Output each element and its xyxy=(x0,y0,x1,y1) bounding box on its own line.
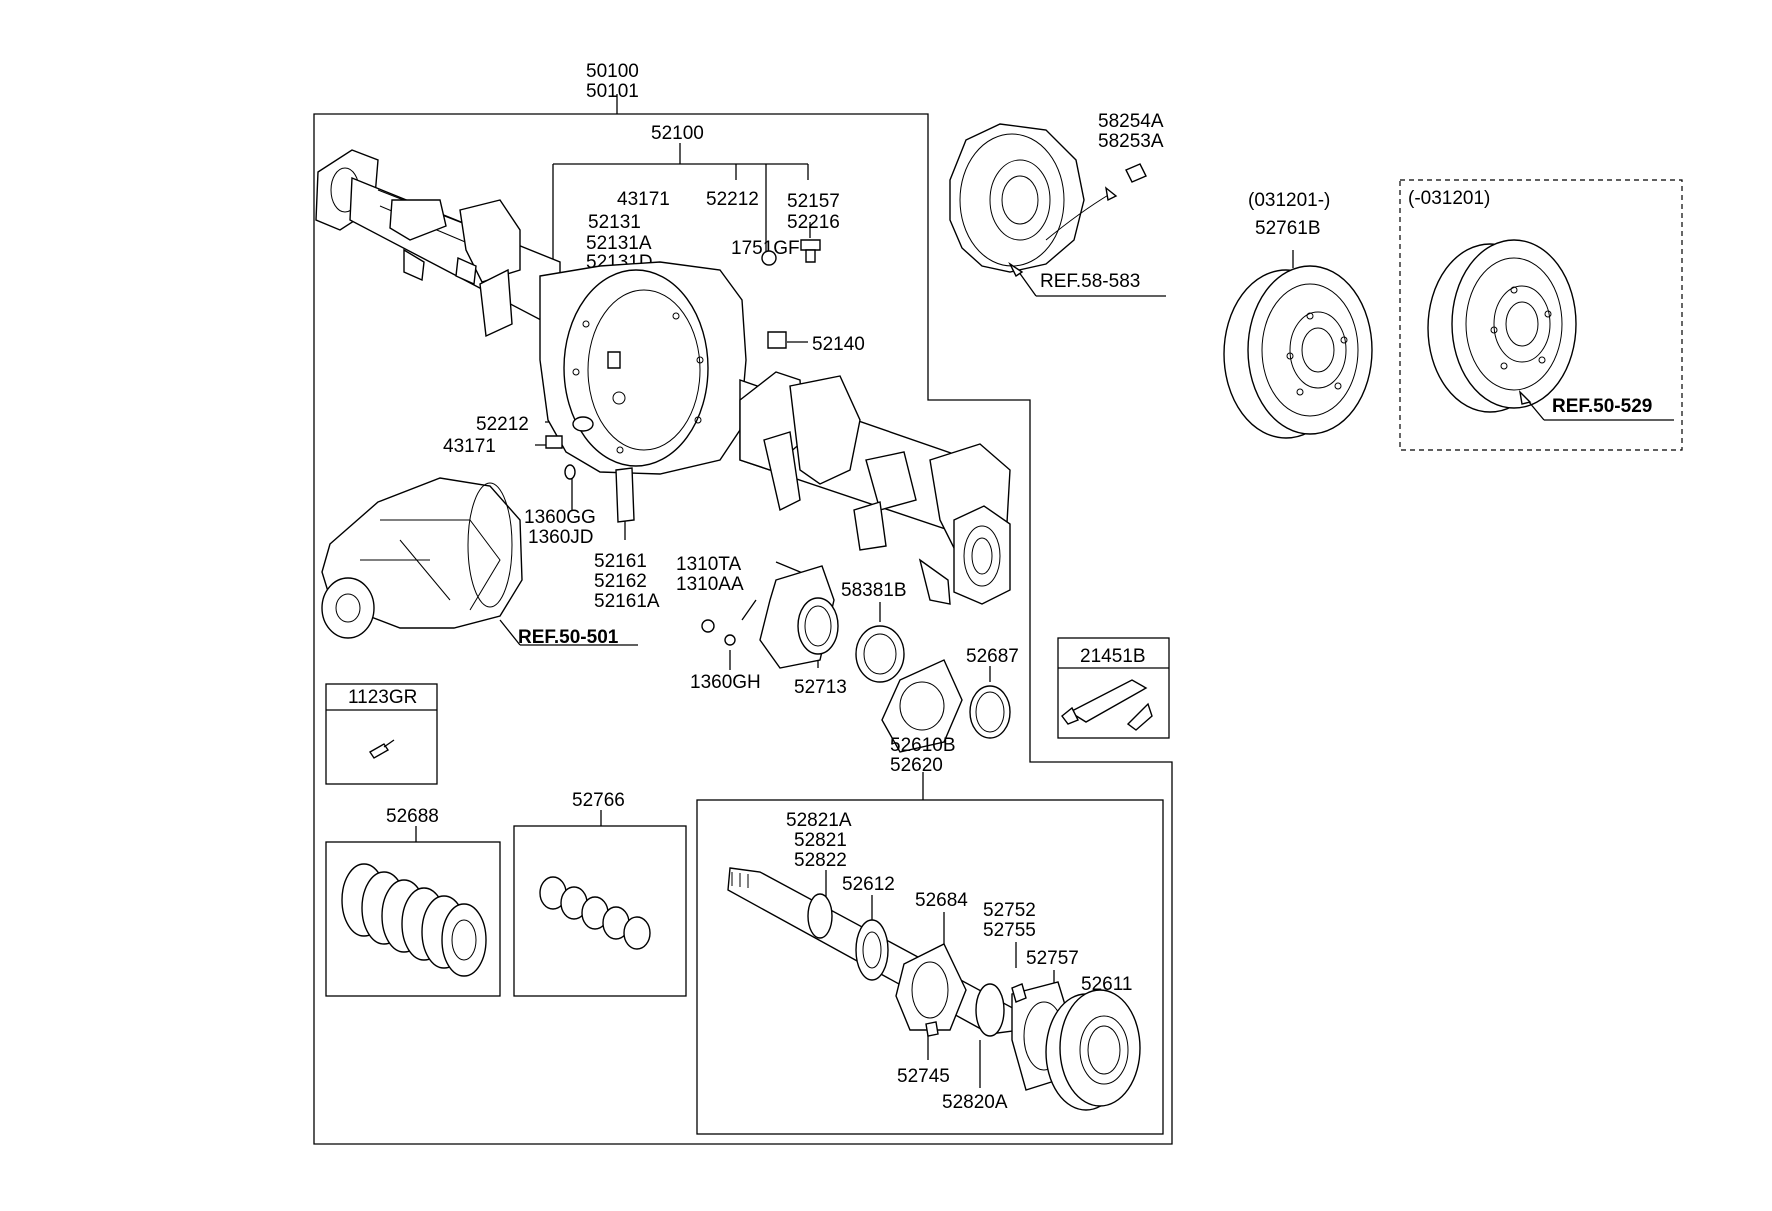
spacer-label-52820A: 52820A xyxy=(942,1092,1008,1113)
assembly-label-2: 50101 xyxy=(586,81,639,102)
housing-label-43171: 43171 xyxy=(617,189,670,210)
axle-header-52610B: 52610B xyxy=(890,735,956,756)
differential-carrier-drawing xyxy=(321,477,523,639)
axle-header-52620: 52620 xyxy=(890,755,943,776)
bolt-label-1310TA: 1310TA xyxy=(676,554,741,575)
housing-label-52212: 52212 xyxy=(706,189,759,210)
gasket-label-52161A: 52161A xyxy=(594,591,660,612)
snapring-box xyxy=(513,825,687,997)
drum-label-52761B: 52761B xyxy=(1255,218,1321,239)
drum-left-drawing xyxy=(1223,250,1373,439)
retainer-label-52713: 52713 xyxy=(794,677,847,698)
gasket-label-52162: 52162 xyxy=(594,571,647,592)
breather-label-52140: 52140 xyxy=(812,334,865,355)
drum-qualifier-right: (-031201) xyxy=(1408,188,1490,209)
ref-diff-carrier[interactable]: REF.50-501 xyxy=(518,627,619,648)
drum-qualifier-left: (031201-) xyxy=(1248,190,1330,211)
axle-housing-drawing xyxy=(315,149,1011,605)
backing-plate-label-58253A: 58253A xyxy=(1098,131,1164,152)
washer-label-1751GF: 1751GF xyxy=(731,238,800,259)
drum-right-box xyxy=(1399,179,1683,451)
plug-washer-label-52212: 52212 xyxy=(476,414,529,435)
bolt-label-1310AA: 1310AA xyxy=(676,574,744,595)
bolt-box-label: 1123GR xyxy=(348,687,417,708)
bearing-label-52612: 52612 xyxy=(842,874,895,895)
backing-plate-drawing xyxy=(949,123,1166,297)
axle-bolt-label-52752: 52752 xyxy=(983,900,1036,921)
axle-shaft-drawing xyxy=(727,867,1141,1111)
shaft-label-52822: 52822 xyxy=(794,850,847,871)
assembly-frame xyxy=(313,94,1173,1145)
shim-box-label: 52688 xyxy=(386,806,439,827)
assembly-label-1: 50100 xyxy=(586,61,639,82)
bolt-box xyxy=(325,683,438,785)
drum-right-drawing xyxy=(1427,239,1674,421)
oring-label-52687: 52687 xyxy=(966,646,1019,667)
seal-label-1360GG: 1360GG xyxy=(524,507,596,528)
snapring-drawing xyxy=(539,876,651,950)
axle-bolt-label-52755: 52755 xyxy=(983,920,1036,941)
stud-label-52131A: 52131A xyxy=(586,233,652,254)
housing-label-52157: 52157 xyxy=(787,191,840,212)
shaft-label-52821: 52821 xyxy=(794,830,847,851)
nut-label-1360GH: 1360GH xyxy=(690,672,761,693)
housing-label-52100: 52100 xyxy=(651,123,704,144)
ref-drum[interactable]: REF.50-529 xyxy=(1552,396,1652,417)
bolt-icon xyxy=(369,739,395,759)
shim-box xyxy=(325,841,501,997)
tone-ring-label-58381B: 58381B xyxy=(841,580,907,601)
screw-label-52745: 52745 xyxy=(897,1066,950,1087)
bearing-retainer-drawing: 1310TA 1310AA 1360GH 52713 58381B 52687 xyxy=(676,554,1019,753)
cage-label-52684: 52684 xyxy=(915,890,968,911)
ref-backing-plate[interactable]: REF.58-583 xyxy=(1040,271,1140,292)
hub-label-52611: 52611 xyxy=(1081,974,1132,995)
sealant-box-label: 21451B xyxy=(1080,646,1146,667)
shim-stack-drawing xyxy=(341,863,487,977)
backing-plate-label-58254A: 58254A xyxy=(1098,111,1164,132)
plug-label-43171: 43171 xyxy=(443,436,496,457)
housing-label-52216: 52216 xyxy=(787,212,840,233)
shaft-label-52821A: 52821A xyxy=(786,810,852,831)
sealant-tube-icon xyxy=(1061,679,1153,731)
snapring-box-label: 52766 xyxy=(572,790,625,811)
stud-label-52131: 52131 xyxy=(588,212,641,233)
axle-shaft-box xyxy=(696,799,1164,1135)
sealant-box xyxy=(1057,637,1170,739)
seal-label-1360JD: 1360JD xyxy=(528,527,594,548)
axle-gasket-label-52757: 52757 xyxy=(1026,948,1079,969)
gasket-label-52161: 52161 xyxy=(594,551,647,572)
